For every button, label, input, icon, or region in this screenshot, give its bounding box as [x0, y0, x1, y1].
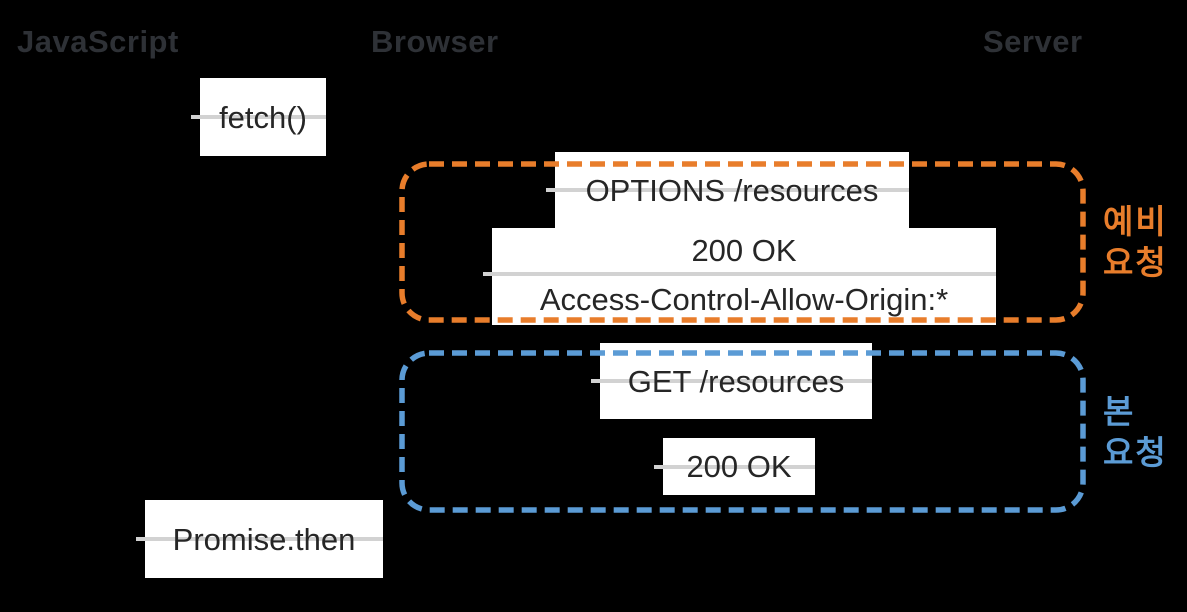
message-box-preflight-request: OPTIONS /resources	[546, 152, 909, 228]
message-label-preflight-status: 200 OK	[691, 233, 797, 268]
message-box-fetch: fetch()	[191, 78, 326, 156]
arrow-line	[191, 115, 326, 119]
actor-javascript: JavaScript	[17, 24, 179, 59]
message-box-main-response: 200 OK	[654, 438, 815, 495]
message-box-promise-then: Promise.then	[136, 500, 383, 578]
main-group-label-line1: 본	[1103, 393, 1136, 430]
main-group-label-line2: 요청	[1103, 434, 1168, 471]
message-label-main-response: 200 OK	[686, 449, 792, 484]
message-box-preflight-response: 200 OK Access-Control-Allow-Origin:*	[483, 228, 996, 325]
message-label-fetch: fetch()	[219, 99, 307, 135]
main-group-label: 본 요청	[1103, 391, 1168, 473]
message-box-main-request: GET /resources	[591, 343, 872, 419]
preflight-group-label: 예비 요청	[1103, 201, 1168, 283]
message-label-preflight-request: OPTIONS /resources	[585, 172, 879, 208]
preflight-group-label-line2: 요청	[1103, 244, 1168, 281]
arrow-line	[136, 537, 383, 541]
message-label-promise-then: Promise.then	[172, 521, 356, 557]
actor-server: Server	[983, 24, 1083, 59]
message-label-main-request: GET /resources	[627, 363, 845, 399]
actor-browser: Browser	[371, 24, 499, 59]
message-label-preflight-header: Access-Control-Allow-Origin:*	[539, 282, 949, 317]
preflight-group-label-line1: 예비	[1103, 203, 1168, 240]
